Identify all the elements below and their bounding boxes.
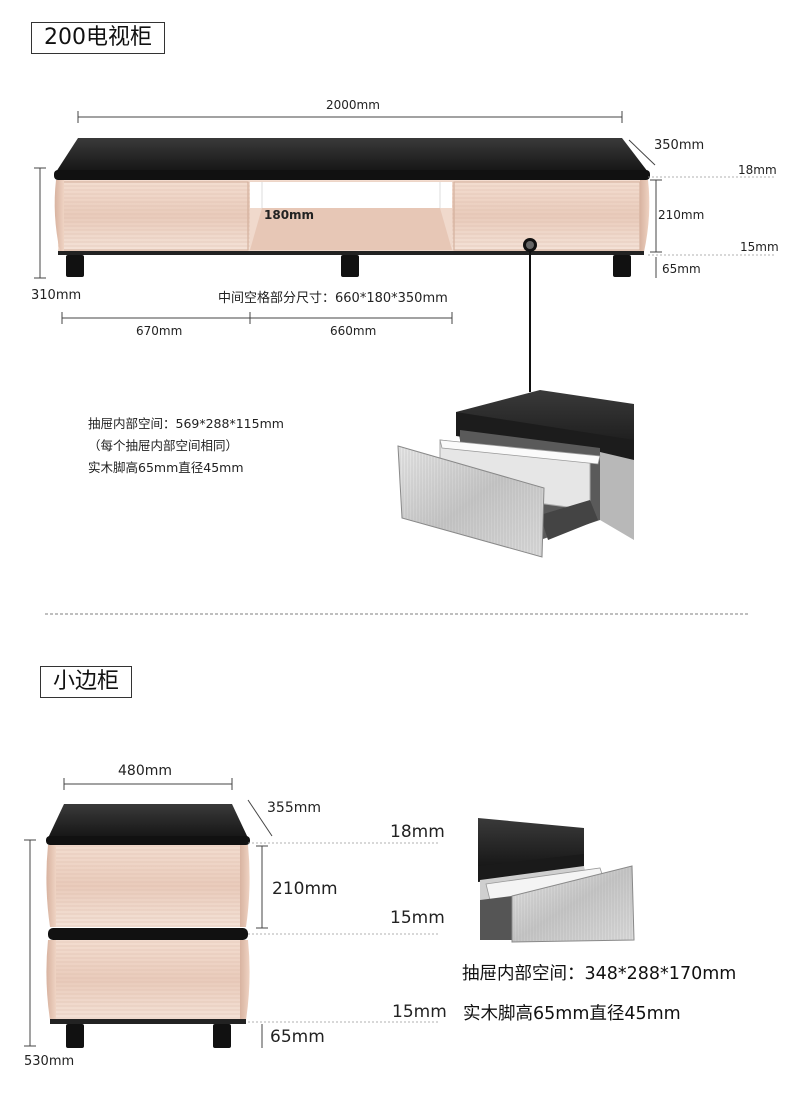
- dim-side-leg-height: 65mm: [270, 1027, 325, 1047]
- tv-middle-space-note: 中间空格部分尺寸：660*180*350mm: [218, 291, 448, 306]
- tv-drawer-note-1: 抽屉内部空间：569*288*115mm: [88, 416, 284, 431]
- side-drawer-detail: [478, 818, 635, 943]
- dim-tv-middle-height: 180mm: [264, 208, 315, 222]
- dim-tv-total-height: 310mm: [31, 288, 82, 303]
- side-dashed-guides: [248, 842, 440, 1023]
- side-drawer-note-1: 抽屉内部空间：348*288*170mm: [462, 964, 737, 984]
- dim-tv-body-height: 210mm: [658, 208, 705, 222]
- side-dimension-lines: [24, 778, 273, 1048]
- section-title-side-cabinet: 小边柜: [40, 666, 133, 698]
- dim-side-depth: 355mm: [267, 800, 321, 816]
- tv-drawer-notes: 抽屉内部空间：569*288*115mm （每个抽屉内部空间相同） 实木脚高65…: [88, 413, 284, 479]
- side-cabinet: [46, 804, 250, 1048]
- dim-tv-leg-height: 65mm: [662, 262, 701, 276]
- tv-dimension-lines: [34, 111, 662, 392]
- dim-tv-gap-bottom: 15mm: [740, 240, 779, 254]
- dim-tv-depth: 350mm: [654, 138, 705, 153]
- dim-side-body-height: 210mm: [272, 879, 338, 899]
- tv-dashed-guides: [648, 176, 775, 256]
- section-title-tv-cabinet: 200电视柜: [31, 22, 165, 54]
- dim-tv-middle-section: 660mm: [330, 324, 377, 338]
- dim-tv-top-thickness: 18mm: [738, 163, 777, 177]
- dim-side-gap-bottom: 15mm: [392, 1002, 447, 1022]
- dim-side-gap-mid: 15mm: [390, 908, 445, 928]
- tv-drawer-detail: [397, 390, 634, 558]
- dim-side-top-thickness: 18mm: [390, 822, 445, 842]
- tv-cabinet: [54, 138, 650, 277]
- dim-side-total-height: 530mm: [24, 1054, 75, 1069]
- tv-drawer-note-2: （每个抽屉内部空间相同）: [88, 438, 239, 453]
- dim-side-width: 480mm: [118, 763, 172, 779]
- dim-tv-width: 2000mm: [326, 98, 380, 112]
- dim-tv-left-section: 670mm: [136, 324, 183, 338]
- side-drawer-note-2: 实木脚高65mm直径45mm: [463, 1004, 681, 1024]
- tv-drawer-note-3: 实木脚高65mm直径45mm: [88, 460, 244, 475]
